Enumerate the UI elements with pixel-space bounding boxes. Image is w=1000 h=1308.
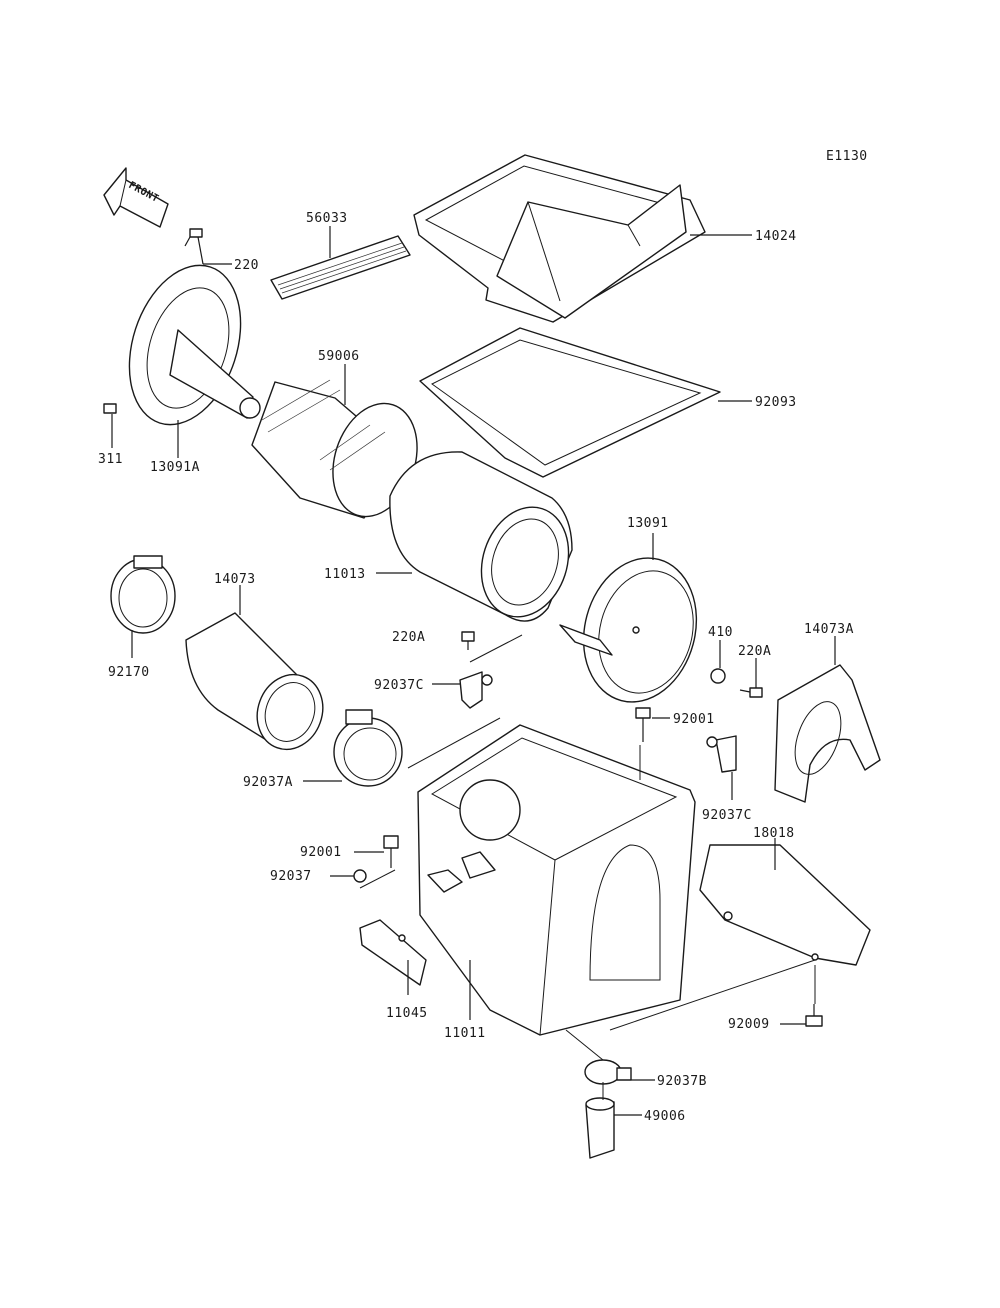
part-11045-bracket xyxy=(359,869,463,986)
callout-14073A: 14073A xyxy=(804,622,854,637)
part-410-nut xyxy=(710,668,726,684)
callout-11011: 11011 xyxy=(444,1026,486,1041)
callout-92037A: 92037A xyxy=(243,775,293,790)
part-92001-right-bolt xyxy=(635,707,651,742)
callout-11045: 11045 xyxy=(386,1006,428,1021)
part-14073-boot xyxy=(185,612,324,751)
callout-13091A: 13091A xyxy=(150,460,200,475)
part-11013-element xyxy=(389,451,573,622)
callout-410: 410 xyxy=(708,625,733,640)
part-13091-plate xyxy=(559,557,698,703)
part-220-screw xyxy=(184,228,203,247)
callout-49006: 49006 xyxy=(644,1109,686,1124)
part-56033-pad xyxy=(270,235,411,300)
part-92037B-clamp xyxy=(584,1059,632,1085)
callout-92037: 92037 xyxy=(270,869,312,884)
part-311 xyxy=(103,403,117,414)
callout-18018: 18018 xyxy=(753,826,795,841)
part-13091A-plate xyxy=(128,264,261,426)
callout-92037C-left: 92037C xyxy=(374,678,424,693)
part-14073A-duct xyxy=(774,664,881,803)
front-arrow-icon: FRONT xyxy=(103,167,169,228)
diagram-code: E1130 xyxy=(826,149,868,164)
callout-13091: 13091 xyxy=(627,516,669,531)
callout-11013: 11013 xyxy=(324,567,366,582)
part-14024-cover xyxy=(413,154,706,323)
callout-14024: 14024 xyxy=(755,229,797,244)
part-92170-clamp xyxy=(110,555,176,634)
callout-14073: 14073 xyxy=(214,572,256,587)
callout-220: 220 xyxy=(234,258,259,273)
part-92037-clamp xyxy=(353,869,367,883)
part-11011-housing xyxy=(417,724,696,1036)
part-92001-left-bolt xyxy=(383,835,399,868)
callout-92037B: 92037B xyxy=(657,1074,707,1089)
part-18018-plate xyxy=(699,844,871,966)
callout-220A-left: 220A xyxy=(392,630,425,645)
callout-92037C-right: 92037C xyxy=(702,808,752,823)
assembly-guide-lines xyxy=(359,717,816,1100)
callout-220A-right: 220A xyxy=(738,644,771,659)
callout-92009: 92009 xyxy=(728,1017,770,1032)
part-92037A-clamp xyxy=(333,709,403,787)
part-92037C-right xyxy=(706,735,737,773)
callout-56033: 56033 xyxy=(306,211,348,226)
part-92037C-left xyxy=(459,671,493,709)
callout-311: 311 xyxy=(98,452,123,467)
part-220A-left-screw xyxy=(461,631,475,650)
part-49006-pipe xyxy=(585,1097,615,1159)
callout-92001-right: 92001 xyxy=(673,712,715,727)
callout-92001-left: 92001 xyxy=(300,845,342,860)
part-220A-right-screw xyxy=(739,687,763,698)
callout-92093: 92093 xyxy=(755,395,797,410)
callout-92170: 92170 xyxy=(108,665,150,680)
part-92009-screw xyxy=(805,1004,823,1027)
callout-59006: 59006 xyxy=(318,349,360,364)
part-92093-seal xyxy=(419,327,721,478)
